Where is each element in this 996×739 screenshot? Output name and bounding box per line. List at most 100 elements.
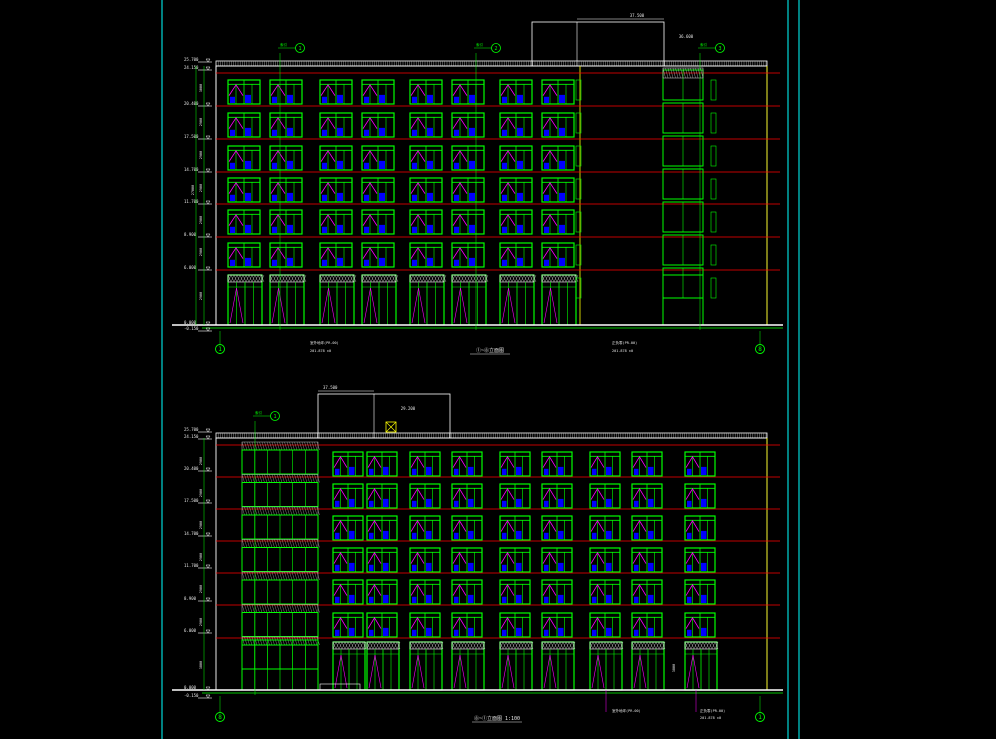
stair-band-hatch: [269, 571, 273, 581]
opening-marker: [685, 456, 700, 468]
stair-band-hatch: [244, 441, 248, 451]
glass-panel: [245, 192, 251, 202]
stair-band-hatch: [246, 604, 250, 613]
stair-hatch-line: [695, 67, 699, 79]
canopy-hatch: [499, 641, 504, 650]
stair-band-hatch: [311, 539, 315, 548]
canopy-hatch: [424, 274, 429, 283]
canopy: [366, 641, 400, 650]
glass-panel: [337, 224, 343, 234]
stair-band-hatch: [276, 474, 280, 483]
canopy-hatch: [328, 274, 333, 283]
window-unit: [227, 112, 261, 138]
canopy-hatch: [604, 641, 609, 650]
stair-band-hatch: [266, 539, 270, 548]
stair-band-hatch: [271, 474, 275, 483]
canopy-hatch: [442, 274, 447, 283]
level-triangle: [205, 428, 211, 433]
stair-band-hatch: [271, 441, 275, 451]
stair-band-hatch: [314, 571, 318, 581]
canopy-hatch: [478, 274, 483, 283]
glass-panel: [412, 500, 417, 508]
glass-panel: [544, 564, 549, 572]
callout-number: 3: [718, 46, 721, 52]
shopfront-unit: [499, 274, 537, 326]
window-unit: [366, 483, 398, 509]
window-unit: [589, 483, 621, 509]
canopy-hatch: [565, 274, 570, 283]
window-unit: [499, 209, 533, 235]
stair-band-hatch: [306, 571, 310, 581]
stair-band-hatch: [294, 441, 298, 451]
door-swing: [543, 654, 557, 689]
glass-panel: [502, 564, 507, 572]
canopy-hatch: [436, 641, 441, 650]
glass-panel: [559, 127, 565, 137]
stair-band-hatch: [276, 571, 280, 581]
glass-panel: [426, 466, 432, 476]
canopy-hatch: [505, 274, 510, 283]
canopy-hatch: [436, 274, 441, 283]
glass-panel: [606, 594, 612, 604]
stair-band-hatch: [301, 474, 305, 483]
stair-band-hatch: [296, 474, 300, 483]
canopy: [227, 274, 263, 283]
opening-marker: [270, 247, 286, 259]
stair-band-hatch: [256, 506, 260, 516]
window-unit: [366, 451, 398, 477]
stair-band-hatch: [316, 441, 320, 451]
stair-band-hatch: [281, 539, 285, 548]
glass-panel: [412, 226, 417, 234]
glass-panel: [383, 466, 389, 476]
opening-marker: [410, 84, 426, 96]
canopy-hatch: [532, 274, 537, 283]
canopy-hatch: [275, 274, 280, 283]
stair-band-hatch: [246, 539, 250, 548]
canopy-hatch: [466, 274, 471, 283]
level-triangle: [205, 66, 211, 71]
glass-panel: [701, 562, 707, 572]
grid-label: 8: [758, 346, 762, 353]
glass-panel: [634, 468, 639, 476]
stair-band-hatch: [291, 571, 295, 581]
glass-panel: [287, 127, 293, 137]
window-unit: [499, 242, 533, 268]
opening-marker: [500, 182, 516, 194]
canopy-hatch: [299, 274, 304, 283]
glass-panel: [337, 94, 343, 104]
stair-band-hatch: [304, 474, 308, 483]
canopy-hatch: [409, 274, 414, 283]
opening-marker: [410, 552, 425, 564]
side-dim-tag: [575, 244, 582, 266]
door-swing: [501, 287, 516, 324]
note-label: 室外地坪(PR-00): [612, 708, 641, 713]
opening-marker: [320, 214, 336, 226]
side-dim-tag: [710, 145, 717, 167]
level-label: 8.900: [184, 596, 197, 601]
stair-band-hatch: [296, 604, 300, 613]
glass-panel: [426, 627, 432, 637]
canopy-hatch: [708, 641, 713, 650]
glass-panel: [468, 530, 474, 540]
glass-panel: [322, 96, 327, 104]
door-swing: [501, 654, 515, 689]
opening-marker: [590, 552, 605, 564]
glass-panel: [427, 224, 433, 234]
roof-level-mark: 37.500: [630, 13, 645, 18]
stair-band-hatch: [269, 539, 273, 548]
stair-hatch-line: [672, 67, 676, 79]
stair-band-hatch: [259, 441, 263, 451]
glass-panel: [349, 627, 355, 637]
opening-marker: [452, 456, 467, 468]
opening-marker: [362, 84, 378, 96]
opening-marker: [500, 552, 515, 564]
opening-marker: [685, 520, 700, 532]
side-dim-tag: [710, 277, 717, 299]
opening-marker: [500, 214, 516, 226]
opening-marker: [685, 552, 700, 564]
stair-hatch-line: [665, 67, 669, 79]
glass-panel: [516, 498, 522, 508]
level-label: 8.900: [184, 232, 197, 237]
level-label: 6.000: [184, 265, 197, 270]
window-unit: [684, 579, 716, 605]
